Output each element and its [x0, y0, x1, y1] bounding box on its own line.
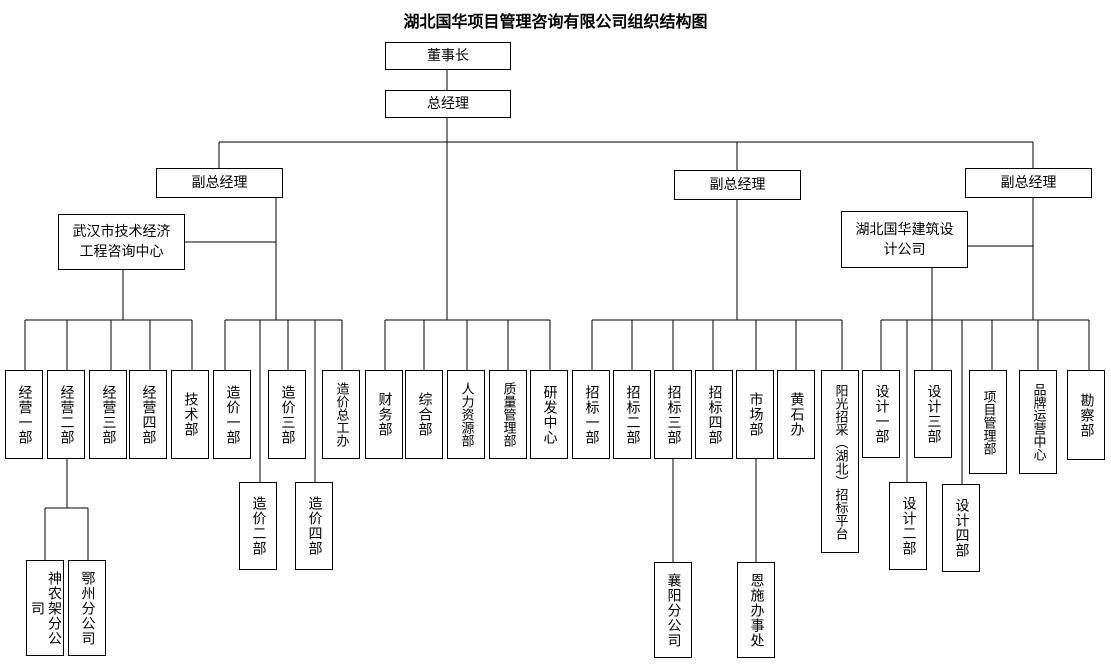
dept-brand-operation-center: 品牌运营中心 [1019, 370, 1057, 474]
dept-jingying-3: 经营三部 [89, 370, 127, 459]
dept-yangguang-platform: 阳光招采（湖北）招标平台 [821, 370, 859, 553]
dept-zhaobiao-2: 招标二部 [613, 370, 651, 459]
hubei-design-company-box: 湖北国华建筑设计公司 [841, 211, 968, 268]
dept-marketing: 市场部 [736, 370, 774, 459]
dept-sheji-1: 设计一部 [862, 370, 900, 458]
dept-general: 综合部 [405, 370, 443, 459]
wuhan-center-box: 武汉市技术经济工程咨询中心 [58, 214, 185, 270]
dept-sheji-2: 设计二部 [889, 482, 927, 570]
deputy-gm-box-2: 副总经理 [674, 170, 801, 200]
dept-jingying-4: 经营四部 [129, 370, 167, 459]
dept-survey: 勘察部 [1067, 370, 1105, 460]
general-manager-box: 总经理 [385, 90, 511, 118]
dept-technical: 技术部 [171, 370, 209, 459]
dept-sheji-4: 设计四部 [942, 484, 980, 572]
dept-zhaobiao-3: 招标三部 [654, 370, 692, 459]
dept-sheji-3: 设计三部 [914, 370, 952, 458]
dept-jingying-1: 经营一部 [5, 370, 43, 459]
dept-zhaobiao-4: 招标四部 [695, 370, 733, 459]
branch-xiangyang: 襄阳分公司 [654, 562, 692, 658]
dept-rnd-center: 研发中心 [530, 370, 568, 459]
dept-jingying-2: 经营二部 [47, 370, 85, 459]
dept-zaojia-3: 造价三部 [268, 370, 306, 459]
dept-zaojia-2: 造价二部 [239, 482, 277, 570]
chart-title: 湖北国华项目管理咨询有限公司组织结构图 [403, 12, 708, 31]
dept-project-management: 项目管理部 [969, 370, 1007, 474]
branch-shennongjia: 神农架分公司 [26, 560, 64, 656]
dept-hr: 人力资源部 [447, 370, 485, 459]
dept-quality: 质量管理部 [489, 370, 527, 459]
deputy-gm-box-3: 副总经理 [965, 168, 1092, 198]
chairman-box: 董事长 [385, 42, 511, 70]
dept-huangshi-office: 黄石办 [777, 370, 815, 459]
dept-zaojia-4: 造价四部 [295, 482, 333, 570]
dept-zhaobiao-1: 招标一部 [572, 370, 610, 459]
dept-zaojia-chief-office: 造价总工办 [322, 370, 360, 459]
deputy-gm-box-1: 副总经理 [156, 168, 283, 198]
branch-enshi-office: 恩施办事处 [737, 562, 775, 658]
dept-finance: 财务部 [365, 370, 403, 459]
dept-zaojia-1: 造价一部 [213, 370, 251, 459]
branch-ezhou: 鄂州分公司 [68, 560, 106, 656]
